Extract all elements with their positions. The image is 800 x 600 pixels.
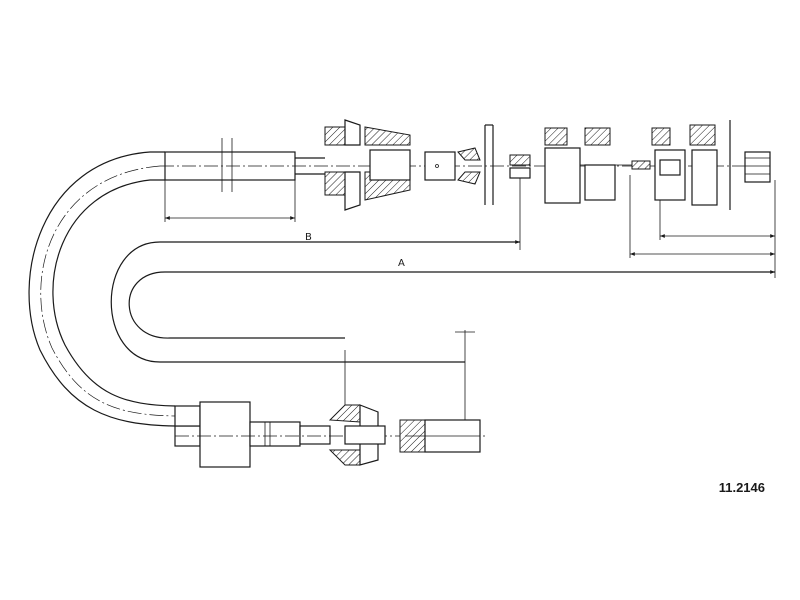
cable-core-loop: [110, 241, 775, 363]
dimension-b-label: B: [305, 232, 312, 243]
dimension-a-label: A: [398, 258, 405, 269]
part-number: 11.2146: [719, 480, 765, 495]
top-adjuster-right: [651, 120, 771, 210]
top-ferrule: [424, 124, 531, 250]
bottom-end-eye: [399, 330, 481, 453]
bottom-fittings: [174, 401, 485, 468]
dimension-lines-top: [164, 175, 776, 278]
top-grommet: [324, 119, 411, 211]
top-sleeve: [160, 138, 770, 192]
top-adjuster-left: [544, 127, 651, 204]
cable-sheath: [28, 151, 176, 427]
bottom-grommet: [328, 350, 386, 466]
